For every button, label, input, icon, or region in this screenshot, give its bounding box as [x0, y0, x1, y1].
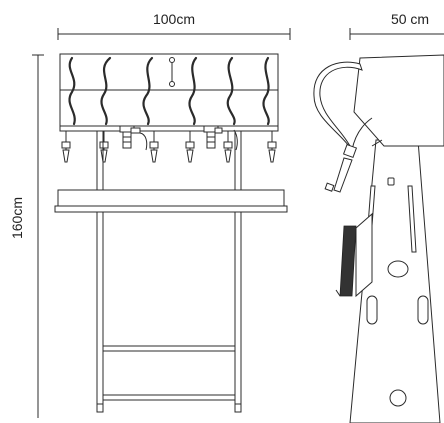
stand-slots: [365, 177, 429, 407]
bottle-tray: [57, 189, 285, 207]
crossbars: [102, 345, 236, 401]
middle-panel: [59, 89, 279, 127]
width-dimension: 100cm: [57, 11, 291, 40]
bottle-holder: [335, 212, 373, 298]
level-gauge-icon: [169, 57, 175, 87]
filling-machine-front-view-icon: [54, 53, 288, 413]
side-nozzle: [324, 143, 358, 193]
filling-machine-side-view-icon: [313, 54, 444, 423]
height-dimension: 160cm: [9, 54, 44, 418]
filling-nozzles: [61, 125, 277, 163]
hoses: [68, 56, 270, 126]
height-label: 160cm: [9, 197, 25, 239]
top-panel: [59, 53, 279, 91]
depth-label: 50 cm: [391, 11, 429, 27]
tray-base: [54, 205, 288, 213]
frame-posts: [96, 131, 242, 413]
width-label: 100cm: [153, 11, 195, 27]
side-tank: [353, 54, 444, 147]
depth-dimension: 50 cm: [349, 11, 444, 40]
